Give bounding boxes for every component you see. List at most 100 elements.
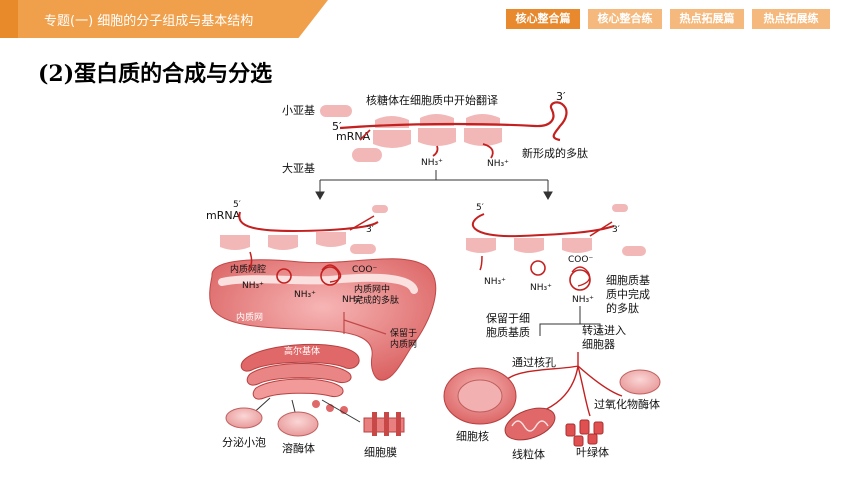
peroxisome-shape: [619, 369, 661, 395]
branch-arrows: [315, 170, 553, 201]
top-arrow-in: [359, 129, 371, 141]
right-mrna-arrow: [589, 221, 613, 237]
er-body: [209, 258, 437, 381]
left-mrna-label: mRNA: [206, 209, 241, 222]
right-peptide-coil-3: [571, 266, 591, 287]
right-peptide-chain-1: [479, 255, 483, 271]
top-peptide-2: [482, 143, 494, 159]
ribbon-accent: [0, 0, 18, 38]
er-done-label-1: 内质网中: [354, 283, 390, 295]
membrane-label: 细胞膜: [364, 446, 397, 459]
top-nh3-label-1: NH₃⁺: [421, 158, 443, 168]
top-ribosome-large-3: [464, 128, 502, 146]
top-ribosome-large-2: [418, 128, 456, 146]
cell-membrane-shape: [363, 412, 405, 436]
retain-er-label-1: 保留于: [390, 327, 417, 339]
vesicle-1: [312, 400, 320, 408]
top-three-prime-label: 3′: [556, 90, 566, 103]
via-pore-label: 通过核孔: [512, 355, 556, 369]
lysosome-label: 溶酶体: [282, 441, 315, 455]
right-peptide-coil-1: [530, 260, 546, 276]
nucleolus-shape: [457, 379, 503, 413]
chapter-title: 专题(一) 细胞的分子组成与基本结构: [44, 14, 254, 29]
golgi-label: 高尔基体: [284, 345, 320, 357]
peroxisome-label: 过氧化物酶体: [594, 397, 660, 411]
left-mrna-arrow: [349, 215, 375, 231]
tab-hot-expansion[interactable]: 热点拓展篇: [670, 9, 744, 29]
transport-label-1: 转运进入: [582, 323, 626, 337]
transport-arrows: [505, 352, 623, 417]
er-pathway-group: 5′ mRNA 3′ 内质网腔 NH₃⁺ NH₃⁺ COO⁻ NH₃⁺ 内质网中…: [206, 200, 437, 459]
cytosol-pathway-group: 5′ 3′ NH₃⁺ NH₃⁺ COO⁻ NH₃⁺ 细胞质基 质中完成 的多肽 …: [443, 203, 661, 461]
er-peptide-coil-3: [321, 264, 342, 283]
er-ribosome-1: [220, 235, 250, 250]
left-nh3-label-1: NH₃⁺: [242, 281, 264, 291]
right-ribosome-1: [466, 238, 496, 253]
left-nh3-label-2: NH₃⁺: [294, 290, 316, 300]
title-ribbon: [0, 0, 328, 38]
retain-cyto-label-1: 保留于细: [486, 311, 530, 325]
top-translation-group: 小亚基 核糖体在细胞质中开始翻译 3′ 5′ mRNA NH₃⁺ NH₃⁺ 新形…: [282, 90, 588, 175]
left-three-prime-label: 3′: [366, 225, 374, 235]
start-translation-label: 核糖体在细胞质中开始翻译: [366, 93, 498, 107]
er-branch-lines: [343, 312, 387, 335]
section-heading: (2)蛋白质的合成与分选: [38, 61, 273, 87]
top-ribosome-large-1: [373, 130, 411, 148]
tab-hot-expansion-practice[interactable]: 热点拓展练: [752, 9, 830, 29]
tab-core-practice[interactable]: 核心整合练: [588, 9, 662, 29]
small-subunit-label: 小亚基: [282, 104, 315, 117]
top-mrna-strand: [339, 101, 568, 142]
large-subunit-label: 大亚基: [282, 161, 315, 175]
mitochondria-label: 线粒体: [512, 447, 545, 461]
chloroplast-shape: [565, 419, 604, 447]
er-peptide-coil-1: [276, 268, 292, 284]
top-bar: 专题(一) 细胞的分子组成与基本结构 核心整合篇 核心整合练 热点拓展篇 热点拓…: [0, 0, 860, 38]
mitochondrion-shape: [504, 407, 556, 441]
cyto-done-label-3: 的多肽: [606, 301, 639, 315]
small-subunit-shape: [320, 105, 352, 117]
right-three-prime-label: 3′: [612, 225, 620, 235]
er-peptide-coil-2: [320, 266, 340, 286]
mitochondrion-cristae: [511, 420, 549, 432]
lysosome-shape: [277, 411, 319, 437]
golgi-cisterna-2: [246, 363, 352, 386]
right-nh3-label-3: NH₃⁺: [572, 295, 594, 305]
new-peptide-label: 新形成的多肽: [522, 146, 588, 160]
top-mrna-label: mRNA: [336, 130, 371, 143]
golgi-cisterna-1: [240, 343, 360, 372]
chloroplast-label: 叶绿体: [576, 445, 609, 459]
er-done-label-2: 完成的多肽: [354, 294, 399, 306]
top-ribosome-small-3: [466, 114, 500, 126]
left-nh3-label-3: NH₃⁺: [342, 295, 364, 305]
right-peptide-coil-2: [569, 269, 591, 291]
right-ribosome-4: [622, 246, 646, 256]
top-nh3-label-2: NH₃⁺: [487, 159, 509, 169]
er-label: 内质网: [236, 311, 263, 323]
top-five-prime-label: 5′: [332, 120, 342, 133]
retain-er-label-2: 内质网: [390, 338, 417, 350]
right-split-lines: [539, 306, 601, 336]
er-ribosome-2: [268, 235, 298, 250]
right-ribosome-2: [514, 238, 544, 253]
transport-label-2: 细胞器: [582, 338, 615, 351]
right-nh3-label-1: NH₃⁺: [484, 277, 506, 287]
right-nh3-label-2: NH₃⁺: [530, 283, 552, 293]
cyto-done-label-2: 质中完成: [606, 287, 650, 301]
right-mrna-strand: [472, 213, 615, 238]
cyto-done-label-1: 细胞质基: [606, 274, 650, 287]
left-five-prime-label: 5′: [233, 200, 241, 210]
right-ribosome-3: [562, 238, 592, 253]
left-free-subunit: [372, 205, 388, 213]
golgi-cisterna-3: [252, 378, 344, 400]
left-mrna-strand: [238, 211, 379, 233]
tab-core-integration[interactable]: 核心整合篇: [506, 9, 580, 29]
right-free-subunit: [612, 204, 628, 212]
top-peptide-1: [432, 145, 439, 157]
er-ribosome-3: [316, 232, 346, 247]
er-ribosome-4: [350, 244, 376, 254]
secretory-vesicle-label: 分泌小泡: [222, 435, 266, 449]
er-peptide-chain-1: [247, 251, 253, 271]
er-lumen-highlight: [218, 273, 418, 294]
right-five-prime-label: 5′: [476, 203, 484, 213]
